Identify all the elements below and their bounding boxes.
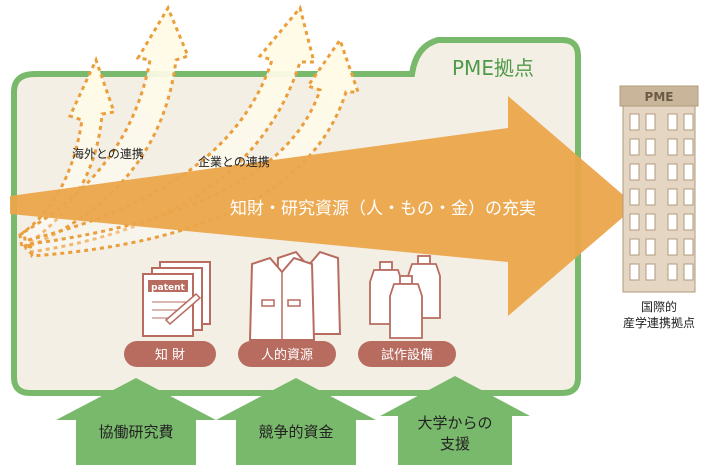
funding-arrow-competitive: 競争的資金 — [216, 378, 376, 465]
building-window — [645, 113, 656, 131]
building-window — [683, 113, 694, 131]
building-window — [667, 163, 678, 181]
building-window — [645, 238, 656, 256]
resource-label-human: 人的資源 — [261, 347, 313, 363]
central-arrow-text: 知財・研究資源（人・もの・金）の充実 — [230, 199, 536, 219]
building-window — [683, 213, 694, 231]
building-window — [683, 163, 694, 181]
building-window — [629, 213, 640, 231]
building-window — [629, 263, 640, 281]
building-window — [683, 238, 694, 256]
collab-overseas-label: 海外との連携 — [72, 146, 144, 161]
overseas-streak — [18, 56, 116, 251]
pme-base-title: PME拠点 — [452, 56, 534, 80]
building-window — [645, 163, 656, 181]
resource-pill-facility: 試作設備 — [358, 341, 456, 367]
funding-label-joint-research: 協働研究費 — [98, 423, 173, 441]
central-arrow — [10, 96, 636, 316]
funding-label-university-1: 大学からの — [417, 414, 492, 432]
resource-pill-ip: 知 財 — [124, 341, 216, 367]
building-window — [667, 263, 678, 281]
building-window — [667, 113, 678, 131]
building-window — [667, 238, 678, 256]
building-window — [645, 138, 656, 156]
building-window — [683, 263, 694, 281]
funding-arrow-university: 大学からの 支援 — [380, 376, 530, 465]
building-window — [667, 213, 678, 231]
funding-label-university-2: 支援 — [440, 435, 470, 453]
building-caption-line1: 国際的 — [641, 299, 677, 314]
building-sign: PME — [645, 90, 674, 104]
patent-document-icon: patent — [142, 261, 211, 337]
building-window — [645, 188, 656, 206]
building-window — [629, 163, 640, 181]
bottles-icon — [369, 255, 441, 339]
building-window — [645, 213, 656, 231]
funding-arrow-joint-research: 協働研究費 — [56, 378, 216, 465]
building-window — [629, 138, 640, 156]
collab-industry-label: 企業との連携 — [198, 154, 270, 169]
lab-coat-icon — [248, 250, 342, 341]
patent-text: patent — [151, 283, 185, 293]
building-window — [683, 188, 694, 206]
building-window — [629, 238, 640, 256]
building-window — [645, 263, 656, 281]
building-caption-line2: 産学連携拠点 — [623, 315, 695, 330]
resource-label-facility: 試作設備 — [381, 347, 433, 363]
building-window — [629, 113, 640, 131]
building-window — [683, 138, 694, 156]
building-window — [667, 138, 678, 156]
resource-pill-human: 人的資源 — [238, 341, 336, 367]
funding-label-competitive: 競争的資金 — [258, 423, 333, 441]
building-window — [629, 188, 640, 206]
pme-building: PME — [619, 85, 699, 293]
building-window — [667, 188, 678, 206]
resource-label-ip: 知 財 — [155, 347, 185, 363]
building-windows — [629, 113, 694, 281]
